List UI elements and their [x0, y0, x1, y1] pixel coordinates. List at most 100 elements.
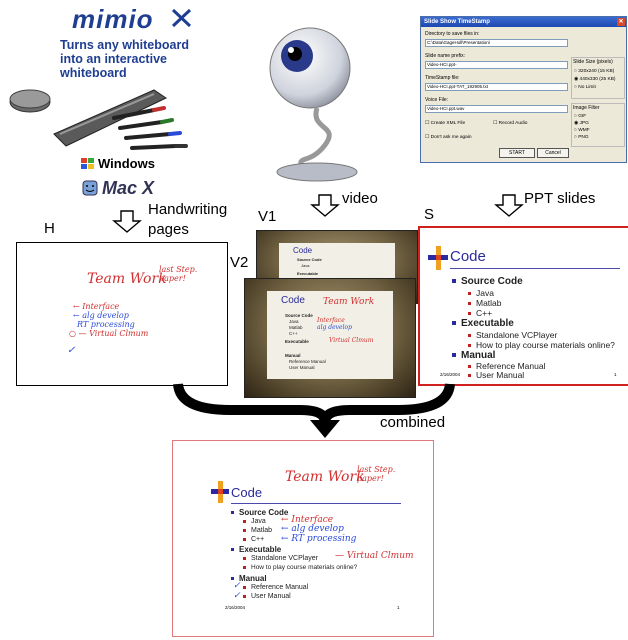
bullet-text: Manual	[239, 574, 267, 583]
bullet-text: Source Code	[461, 276, 523, 287]
projected-ink-alg: alg develop	[317, 324, 352, 331]
windows-flag-icon	[81, 158, 94, 169]
bullet-square-icon	[243, 594, 246, 598]
ppt-slides-label: PPT slides	[524, 190, 596, 207]
ink-check-icon: ✓	[67, 345, 76, 356]
dont-ask-checkbox[interactable]: ☐ Don't ask me again	[425, 135, 472, 140]
timestamp-dialog: Slide Show TimeStamp ✕ Directory to save…	[420, 16, 627, 163]
ppt-slide: Code Source Code Java Matlab C++ Executa…	[418, 226, 628, 386]
bullet-square-icon	[452, 279, 456, 284]
bullet-square-icon	[231, 511, 234, 515]
bullet-manual: Manual	[452, 350, 495, 361]
combined-ink-note: last Step. paper!	[357, 465, 396, 483]
combined-ink-rt: ← RT processing	[281, 534, 357, 544]
bullet-square-icon	[231, 577, 234, 581]
sub-bullet-cpp: C++	[468, 308, 492, 318]
bullet-text: User Manual	[476, 370, 525, 380]
bullet-text: Standalone VCPlayer	[476, 330, 558, 340]
bullet-square-icon	[468, 365, 471, 369]
slide-title: Code	[450, 248, 486, 265]
filter-group	[571, 103, 625, 147]
sub-bullet-user: User Manual	[468, 370, 524, 380]
projected-sub-bullet: Java	[301, 263, 310, 268]
bullet-text: Java	[476, 288, 494, 298]
bullet-source-code: Source Code	[452, 276, 523, 287]
combined-ink-title: Team Work	[285, 469, 365, 485]
bullet-text: How to play course materials online?	[251, 564, 358, 571]
bullet-square-icon	[243, 528, 246, 532]
bullet-text: Reference Manual	[476, 361, 546, 371]
size-option-440[interactable]: ◉ 440x330 (25 KB)	[574, 77, 616, 82]
projected-ink-title: Team Work	[323, 297, 375, 307]
record-audio-label: Record Audio	[498, 121, 528, 126]
size-option-nolimit[interactable]: ○ No Limit	[574, 85, 596, 90]
combined-sub-matlab: Matlab	[243, 527, 272, 534]
projected-slide: Code Team Work Source Code Java Interfac…	[267, 291, 393, 379]
create-xml-checkbox[interactable]: ☐ Create XML File	[425, 121, 466, 126]
projected-sub-bullet: Java	[289, 319, 299, 324]
bullet-text: Matlab	[476, 298, 502, 308]
combined-label: combined	[380, 414, 446, 431]
combined-bullet-exec: Executable	[231, 545, 281, 554]
close-icon[interactable]: ✕	[617, 18, 625, 26]
bullet-square-icon	[243, 537, 246, 541]
start-button[interactable]: START	[499, 148, 535, 158]
bullet-square-icon	[468, 312, 471, 316]
sub-bullet-reference: Reference Manual	[468, 361, 545, 371]
projected-slide-title: Code	[293, 246, 313, 255]
ink-alg-text: alg develop	[291, 524, 344, 534]
filter-option-label: PNG	[578, 135, 589, 140]
projected-sub-bullet: Matlab	[289, 325, 303, 330]
bullet-text: Source Code	[239, 508, 289, 517]
filter-option-wmf[interactable]: ○ WMF	[574, 128, 590, 133]
combined-sub-reference: Reference Manual	[243, 584, 308, 591]
voice-label: Voice File:	[425, 97, 449, 103]
projected-slide-title: Code	[281, 295, 305, 306]
filter-option-png[interactable]: ○ PNG	[574, 135, 589, 140]
prefix-field[interactable]: Video-HCI.ppt-	[425, 61, 568, 69]
combined-sub-java: Java	[243, 518, 266, 525]
mimio-device-image	[9, 89, 188, 150]
projected-bullet: Executable	[285, 339, 309, 344]
dir-field[interactable]: C:\Data\GageHoll\Presentation\	[425, 39, 568, 47]
slide-logo-icon	[428, 246, 448, 270]
filter-group-label: Image Filter	[573, 105, 600, 111]
projected-ink-virtual: Virtual Clmum	[329, 337, 374, 344]
handwriting-label: Handwriting pages	[148, 201, 228, 238]
size-option-label: 440x330 (25 KB)	[579, 77, 616, 82]
bullet-square-icon	[452, 321, 456, 326]
size-option-320[interactable]: ○ 320x240 (15 KB)	[574, 69, 615, 74]
projected-sub-bullet: C++	[289, 331, 298, 336]
mac-os-x-logo: Mac X	[102, 178, 155, 198]
bullet-square-icon	[468, 302, 471, 306]
sub-bullet-matlab: Matlab	[468, 298, 502, 308]
ink-virtual-text: Virtual Clmum	[346, 551, 414, 561]
sub-bullet-vcplayer: Standalone VCPlayer	[468, 330, 557, 340]
bullet-square-icon	[243, 565, 246, 569]
sub-bullet-java: Java	[468, 288, 494, 298]
bullet-text: How to play course materials online?	[476, 340, 615, 350]
timestamp-field[interactable]: Video-HCI.ppt-TAT_192905.txt	[425, 83, 568, 91]
size-group-label: Slide Size (pixels)	[573, 59, 613, 65]
voice-field[interactable]: Video-HCI.ppt.wav	[425, 105, 568, 113]
combined-sub-user: User Manual	[243, 593, 291, 600]
projected-bullet: Manual	[285, 353, 301, 358]
projected-bullet: Source Code	[285, 313, 313, 318]
filter-option-gif[interactable]: ○ GIF	[574, 114, 587, 119]
bullet-square-icon	[468, 374, 471, 378]
bullet-text: Matlab	[251, 527, 273, 534]
v2-label: V2	[230, 254, 249, 271]
ink-rt-text: RT processing	[291, 534, 357, 544]
bullet-text: User Manual	[251, 593, 291, 600]
mimio-x-mark-icon	[171, 8, 192, 28]
bullet-square-icon	[452, 353, 456, 358]
timestamp-label: TimeStamp file:	[425, 75, 460, 81]
bullet-square-icon	[468, 344, 471, 348]
filter-option-label: WMF	[578, 128, 590, 133]
cancel-button[interactable]: Cancel	[537, 148, 569, 158]
dialog-title: Slide Show TimeStamp	[424, 19, 490, 25]
prefix-label: Slide name prefix:	[425, 53, 466, 59]
record-audio-checkbox[interactable]: ☐ Record Audio	[493, 121, 528, 126]
filter-option-jpg[interactable]: ◉ JPG	[574, 121, 589, 126]
combined-sub-vcplayer: Standalone VCPlayer	[243, 555, 318, 562]
